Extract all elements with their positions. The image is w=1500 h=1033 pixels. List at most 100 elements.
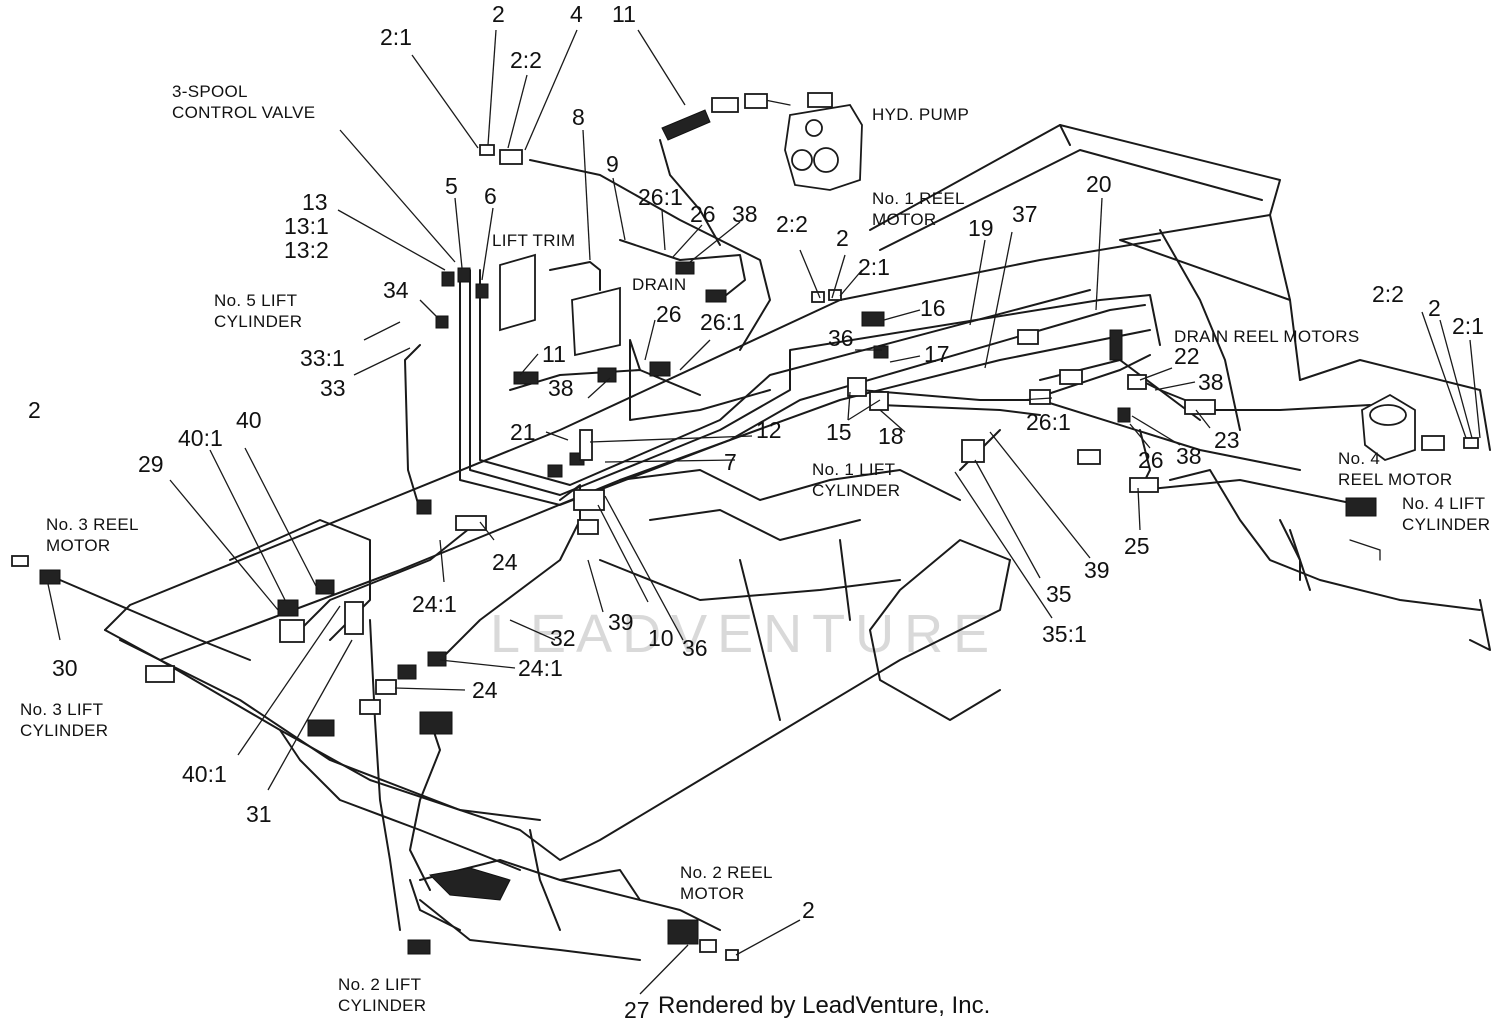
caption: No. 2 LIFT [338,975,421,994]
callout-numbers: 2 2:1 2:2 4 11 8 9 26:1 26 38 5 6 13 13:… [28,1,1484,1023]
rendered-by-caption: Rendered by LeadVenture, Inc. [658,992,991,1019]
captions: 3-SPOOL CONTROL VALVE HYD. PUMP LIFT TRI… [20,82,1490,1015]
callout: 38 [732,201,758,227]
callout: 38 [1176,443,1202,469]
callout: 16 [920,295,946,321]
callout: 29 [138,451,164,477]
callout: 13 [302,189,328,215]
caption: CONTROL VALVE [172,103,315,122]
callout: 9 [606,151,619,177]
caption: No. 1 LIFT [812,460,895,479]
callout: 7 [724,449,737,475]
control-valve-icon [571,286,621,357]
caption: DRAIN REEL MOTORS [1174,327,1360,346]
callout: 33:1 [300,345,345,371]
caption: MOTOR [680,884,744,903]
callout: 27 [624,997,650,1023]
callout: 8 [572,104,585,130]
caption: MOTOR [46,536,110,555]
callout: 12 [756,417,782,443]
callout: 10 [648,625,674,651]
callout: 24:1 [518,655,563,681]
callout: 38 [1198,369,1224,395]
callout: 20 [1086,171,1112,197]
caption: CYLINDER [214,312,302,331]
callout: 11 [542,341,566,367]
reel-motor-icon [1361,393,1416,462]
callout: 6 [484,183,497,209]
callout: 31 [246,801,272,827]
caption: REEL MOTOR [1338,470,1452,489]
caption: HYD. PUMP [872,105,969,124]
callout: 40 [236,407,262,433]
callout: 26 [656,301,682,327]
caption: LIFT TRIM [492,231,575,250]
callout: 24 [492,549,518,575]
callout: 35 [1046,581,1072,607]
callout: 2:2 [776,211,808,237]
callout: 25 [1124,533,1150,559]
caption: No. 3 LIFT [20,700,103,719]
callout: 35:1 [1042,621,1087,647]
callout: 17 [924,341,950,367]
callout: 36 [828,325,854,351]
callout: 11 [612,1,636,27]
hydraulic-pump-icon [764,92,863,191]
caption: CYLINDER [338,996,426,1015]
callout: 26:1 [1026,409,1071,435]
callout: 2 [492,1,505,27]
callout: 18 [878,423,904,449]
callout: 38 [548,375,574,401]
callout: 40:1 [178,425,223,451]
callout: 2 [802,897,815,923]
caption: No. 5 LIFT [214,291,297,310]
callout: 13:2 [284,237,329,263]
callout: 30 [52,655,78,681]
lift-trim-block [499,253,536,332]
caption: No. 2 REEL [680,863,773,882]
callout: 37 [1012,201,1038,227]
callout: 26 [1138,447,1164,473]
components [11,92,1479,961]
callout: 5 [445,173,458,199]
callout: 2:1 [380,24,412,50]
callout: 2:2 [510,47,542,73]
caption: DRAIN [632,275,686,294]
callout: 34 [383,277,409,303]
caption: No. 3 REEL [46,515,139,534]
valve-fittings [11,144,1479,961]
caption: CYLINDER [1402,515,1490,534]
callout: 26:1 [638,184,683,210]
callout: 19 [968,215,994,241]
callout: 2:2 [1372,281,1404,307]
caption: CYLINDER [20,721,108,740]
caption: No. 1 REEL [872,189,965,208]
watermark: LEADVENTURE [490,604,999,664]
leader-lines [47,29,1481,995]
callout: 24 [472,677,498,703]
callout: 4 [570,1,583,27]
callout: 39 [1084,557,1110,583]
callout: 40:1 [182,761,227,787]
callout: 33 [320,375,346,401]
hose-fitting-icon [661,93,768,141]
callout: 22 [1174,343,1200,369]
callout: 2 [28,397,41,423]
callout: 2:1 [1452,313,1484,339]
caption: CYLINDER [812,481,900,500]
callout: 21 [510,419,536,445]
callout: 2:1 [858,254,890,280]
callout: 32 [550,625,576,651]
callout: 15 [826,419,852,445]
callout: 26 [690,201,716,227]
callout: 23 [1214,427,1240,453]
callout: 39 [608,609,634,635]
callout: 2 [836,225,849,251]
caption: 3-SPOOL [172,82,248,101]
caption: No. 4 [1338,449,1380,468]
caption: MOTOR [872,210,936,229]
callout: 13:1 [284,213,329,239]
caption: No. 4 LIFT [1402,494,1485,513]
callout: 36 [682,635,708,661]
